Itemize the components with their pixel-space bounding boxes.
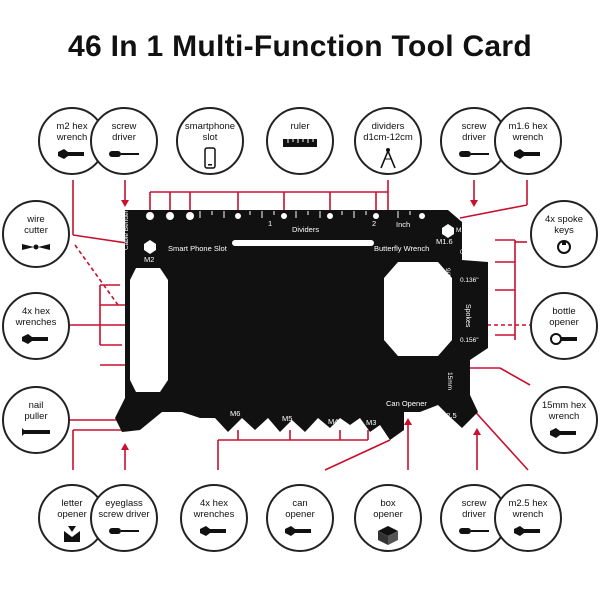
badge-can-opener: can opener — [266, 484, 334, 552]
butterfly-wrench-label: Butterfly Wrench — [374, 244, 429, 253]
size-15mm-label: 15mm — [446, 372, 453, 390]
screwdriver-icon — [459, 151, 489, 157]
size-7-16-label: 7/16 — [144, 362, 151, 375]
m12-label: M12 — [456, 227, 469, 234]
badge-bottle-opener: bottle opener — [530, 292, 598, 360]
hex-wrench-icon — [22, 334, 48, 344]
spoke-9-16-label: 9/16 — [444, 268, 451, 281]
wire-cutter-icon — [22, 244, 50, 250]
hex-wrench-icon — [514, 526, 540, 536]
size-5-16-label: 5/16 — [144, 280, 151, 293]
hex-wrench-icon — [514, 149, 540, 159]
badge-label: ruler — [290, 121, 310, 132]
badge-hex-wrenches-bottom: 4x hex wrenches — [180, 484, 248, 552]
badge-label: eyeglass screw driver — [98, 498, 150, 520]
badge-label: 4x spoke keys — [544, 214, 584, 236]
dividers-icon — [380, 148, 396, 169]
m25-label: M2.5 — [440, 411, 457, 420]
box-icon — [378, 526, 398, 545]
m6-label: M6 — [230, 409, 240, 418]
spoke-0136-label: 0.136" — [460, 277, 479, 284]
smart-phone-slot-label: Smart Phone Slot — [168, 244, 228, 253]
badge-label: nail puller — [24, 400, 48, 422]
hex-wrench-icon — [550, 428, 576, 438]
m3-label: M3 — [366, 418, 376, 427]
badge-label: can opener — [285, 498, 315, 520]
badge-label: letter opener — [57, 498, 87, 520]
ruler-icon — [283, 139, 317, 147]
badge-dividers: dividers d1cm-12cm — [354, 107, 422, 175]
badge-nail-puller: nail puller — [2, 386, 70, 454]
screwdriver-icon — [109, 151, 139, 157]
spoke-key-icon — [557, 240, 571, 254]
badge-label: screw driver — [461, 498, 487, 520]
badge-label: dividers d1cm-12cm — [363, 121, 413, 143]
badge-spoke-keys: 4x spoke keys — [530, 200, 598, 268]
m2-label: M2 — [144, 255, 154, 264]
badge-label: bottle opener — [549, 306, 579, 328]
badge-screw-driver: screw driver — [90, 107, 158, 175]
page-title: 46 In 1 Multi-Function Tool Card — [67, 30, 533, 63]
spoke-0156-label: 0.156" — [460, 337, 479, 344]
badge-label: m1.6 hex wrench — [508, 121, 548, 143]
bottle-opener-icon — [550, 333, 577, 345]
size-1-32-label: 1/32 — [144, 305, 151, 318]
badge-ruler: ruler — [266, 107, 334, 175]
badge-label: screw driver — [461, 121, 487, 143]
badge-smartphone-slot: smartphone slot — [176, 107, 244, 175]
letter-opener-icon — [64, 526, 80, 542]
ruler-inch-label: Inch — [396, 220, 410, 229]
badge-label: smartphone slot — [184, 121, 236, 143]
badge-m16-hex-wrench: m1.6 hex wrench — [494, 107, 562, 175]
ruler-mark-1: 1 — [268, 219, 272, 228]
badge-15mm-hex-wrench: 15mm hex wrench — [530, 386, 598, 454]
size-3-8-label: 3/8 — [144, 335, 151, 344]
screwdriver-icon — [109, 528, 139, 534]
m16-label: M1.6 — [436, 237, 453, 246]
badge-label: wire cutter — [24, 214, 48, 236]
hex-wrench-icon — [200, 526, 226, 536]
ruler-dividers-label: Dividers — [292, 225, 319, 234]
nail-puller-icon — [22, 428, 50, 436]
badge-label: m2 hex wrench — [56, 121, 88, 143]
badge-label: m2.5 hex wrench — [508, 498, 548, 520]
screwdriver-icon — [459, 528, 489, 534]
spokes-label: Spokes — [464, 304, 471, 328]
badge-label: 4x hex wrenches — [15, 306, 57, 328]
ruler-mark-2: 2 — [372, 219, 376, 228]
badge-m25-hex-wrench: m2.5 hex wrench — [494, 484, 562, 552]
badge-eyeglass-screw-driver: eyeglass screw driver — [90, 484, 158, 552]
m5-label: M5 — [282, 414, 292, 423]
badge-label: 4x hex wrenches — [193, 498, 235, 520]
spoke-0130-label: 0.130" — [460, 249, 479, 256]
hex-wrench-icon — [58, 149, 84, 159]
badge-hex-wrenches-left: 4x hex wrenches — [2, 292, 70, 360]
cable-bender-label: Cable Bender — [123, 209, 130, 250]
badge-label: 15mm hex wrench — [541, 400, 587, 422]
can-opener-label: Can Opener — [386, 399, 427, 408]
badge-wire-cutter: wire cutter — [2, 200, 70, 268]
smartphone-icon — [204, 147, 216, 169]
can-opener-icon — [285, 526, 311, 536]
badge-box-opener: box opener — [354, 484, 422, 552]
badge-label: box opener — [373, 498, 403, 520]
blade-label: Blade — [444, 425, 463, 434]
badge-label: screw driver — [111, 121, 137, 143]
m4-label: M4 — [328, 417, 338, 426]
